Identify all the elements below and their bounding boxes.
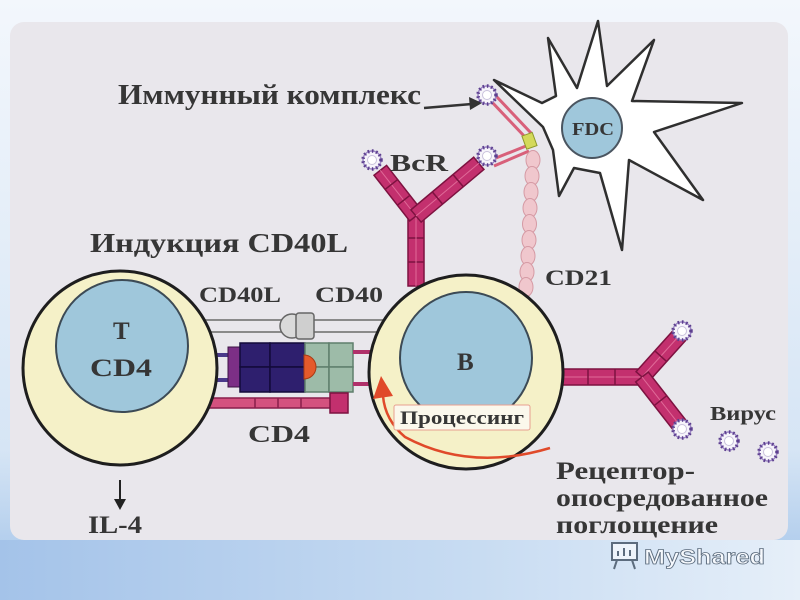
mhc-block <box>328 342 354 368</box>
processing-label-box <box>393 404 531 431</box>
receptor-uptake-line-3: поглощение <box>556 512 718 539</box>
receptor-uptake-line-2: опосредованное <box>556 485 768 512</box>
b-cell-letter: B <box>457 349 474 376</box>
cd4-bar <box>199 397 333 409</box>
bcr-arm-divider <box>415 162 480 217</box>
bcr-arm-segment <box>396 194 411 206</box>
cd40l-label: CD40L <box>199 282 281 307</box>
myshared-watermark: MyShared <box>611 542 765 570</box>
complement-receptor <box>521 131 538 150</box>
fdc-label: FDC <box>572 119 614 139</box>
bcr-arm-segment <box>452 174 464 188</box>
tcr-block <box>269 366 306 393</box>
virus-particle <box>478 147 496 165</box>
cd4-label: CD4 <box>248 422 310 448</box>
bcr-antibody <box>372 156 486 287</box>
uptake-receptor-arm-segment <box>654 350 668 363</box>
uptake-receptor-antibody <box>549 328 687 431</box>
cd40l-induction-label: Индукция CD40L <box>90 228 348 258</box>
fdc-nucleus <box>561 97 623 159</box>
antibody-chain <box>493 149 530 168</box>
t-cell-letter: T <box>113 318 130 345</box>
cd21-receptor <box>518 150 541 297</box>
bcr-arm-divider <box>379 169 417 217</box>
uptake-receptor-arm-segment <box>653 395 668 407</box>
presentation-board-icon <box>611 542 638 570</box>
bcr-arm-segment <box>384 178 399 190</box>
processing-arrow-head <box>373 376 393 399</box>
processing-label: Процессинг <box>400 408 524 429</box>
virus-particle <box>720 432 738 450</box>
immune-complex-label: Иммунный комплекс <box>118 80 421 111</box>
virus-particle <box>759 443 777 461</box>
myshared-brand-text: MyShared <box>644 546 765 569</box>
antibody-chain <box>494 94 533 135</box>
cd40-molecule <box>295 312 315 340</box>
virus-particle <box>673 420 691 438</box>
tcr-block <box>269 342 306 368</box>
virus-particle <box>363 151 381 169</box>
board-leg <box>613 559 618 570</box>
antibody-chain <box>488 98 528 140</box>
cd4-bar-end <box>329 392 349 414</box>
tcr-anchor <box>227 346 241 388</box>
bcr-arm-segment <box>431 191 444 205</box>
cd21-label: CD21 <box>545 265 612 290</box>
virus-particle <box>478 86 496 104</box>
cd40-label: CD40 <box>315 282 383 307</box>
footer-band <box>0 540 800 600</box>
receptor-uptake-line-1: Рецептор- <box>556 458 695 485</box>
board-leg <box>631 559 636 570</box>
t-cell-nucleus <box>55 279 189 413</box>
virus-label: Вирус <box>710 403 776 425</box>
immune-complex-arrow-line <box>423 102 473 110</box>
mhc-block <box>328 366 354 393</box>
il4-label: IL-4 <box>88 512 143 539</box>
virus-particle <box>673 322 691 340</box>
immune-complex-arrow-head <box>469 97 482 110</box>
il4-arrow-head <box>114 499 126 510</box>
processing-arrow-path <box>381 395 551 459</box>
bcr-label: BcR <box>390 151 449 177</box>
antigen-peptide <box>303 354 317 380</box>
tcr-block <box>239 342 271 368</box>
t-cell-marker: CD4 <box>90 355 153 382</box>
tcr-block <box>239 366 271 393</box>
t-b-synapse <box>199 312 385 414</box>
